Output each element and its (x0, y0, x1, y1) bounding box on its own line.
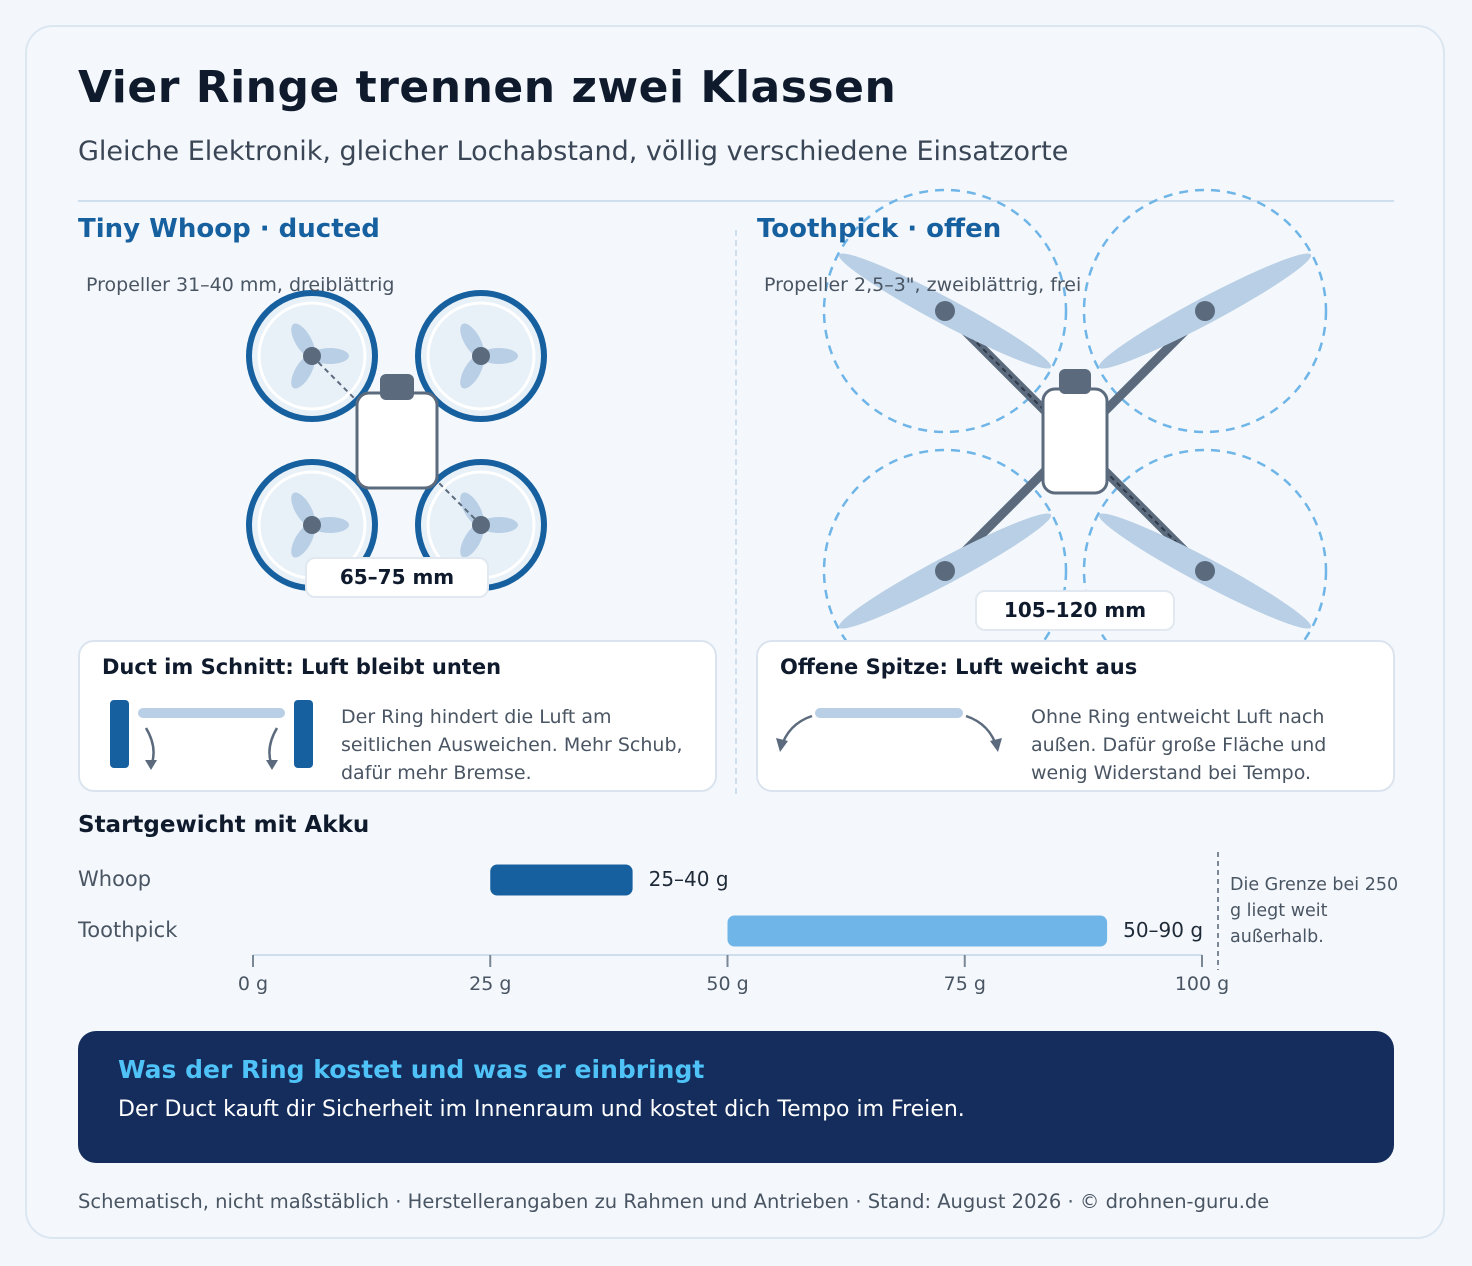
bar-value-label: 25–40 g (648, 867, 729, 891)
whoop-heading: Tiny Whoop · ducted (78, 214, 380, 244)
limit-annotation: Die Grenze bei 250 g liegt weit außerhal… (1230, 875, 1399, 947)
whoop-duct-bottom-left (246, 459, 378, 591)
bar-whoop (490, 864, 633, 896)
open-box-text: Ohne Ring entweicht Luft nach außen. Daf… (1031, 706, 1327, 784)
toothpick-dimension-label: 105–120 mm (975, 590, 1175, 631)
x-tick-label: 0 g (237, 973, 269, 995)
x-tick-label: 75 g (943, 973, 986, 995)
toothpick-motors (935, 301, 1215, 581)
page-subtitle: Gleiche Elektronik, gleicher Lochabstand… (78, 136, 1069, 167)
header-divider (78, 200, 1394, 202)
summary-banner (78, 1031, 1394, 1163)
bar-value-label: 50–90 g (1123, 918, 1204, 942)
footer-credits: Schematisch, nicht maßstäblich · Herstel… (78, 1190, 1270, 1213)
open-box-title: Offene Spitze: Luft weicht aus (780, 655, 1138, 679)
x-tick-label: 50 g (706, 973, 749, 995)
x-tick-label: 100 g (1174, 973, 1230, 995)
duct-box-title: Duct im Schnitt: Luft bleibt unten (102, 655, 502, 679)
whoop-camera (380, 374, 414, 400)
category-label-toothpick: Toothpick (78, 918, 178, 942)
bar-toothpick (727, 915, 1108, 947)
toothpick-prop-disks (822, 188, 1328, 694)
whoop-dimension-label: 65–75 mm (305, 557, 489, 598)
banner-text: Der Duct kauft dir Sicherheit im Innenra… (118, 1097, 965, 1122)
x-tick-label: 25 g (469, 973, 512, 995)
column-divider (735, 230, 737, 794)
toothpick-heading: Toothpick · offen (757, 214, 1002, 244)
chart-title: Startgewicht mit Akku (78, 812, 370, 838)
toothpick-camera (1059, 369, 1091, 394)
page-title: Vier Ringe trennen zwei Klassen (78, 62, 897, 113)
duct-box-text: Der Ring hindert die Luft am seitlichen … (341, 706, 683, 784)
banner-heading: Was der Ring kostet und was er einbringt (118, 1055, 705, 1084)
whoop-duct-top-right (415, 290, 547, 422)
category-label-whoop: Whoop (78, 867, 152, 891)
toothpick-propeller-note: Propeller 2,5–3", zweiblättrig, frei (764, 274, 1082, 296)
whoop-propeller-note: Propeller 31–40 mm, dreiblättrig (86, 274, 395, 296)
